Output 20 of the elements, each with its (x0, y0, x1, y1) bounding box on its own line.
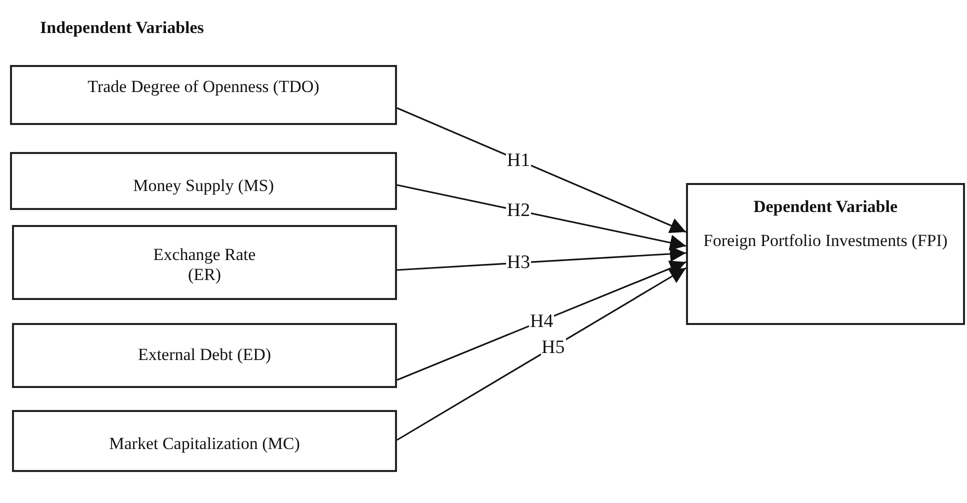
arrow (396, 184, 686, 251)
variable-name: Trade Degree of Openness (TDO) (86, 77, 320, 98)
box-heading: Dependent Variable (752, 197, 899, 218)
arrow (396, 246, 686, 271)
variable-box (10, 152, 397, 210)
variable-box (12, 323, 397, 388)
arrow (396, 267, 686, 441)
variable-name: Market Capitalization (MC) (108, 434, 301, 454)
section-heading: Independent Variables (40, 18, 204, 38)
dependent-variable-box (686, 183, 965, 325)
arrow (396, 260, 686, 381)
variable-box (10, 65, 397, 125)
variable-name: External Debt (ED) (136, 345, 272, 366)
variable-box (12, 410, 397, 472)
variable-name: Exchange Rate (ER) (152, 245, 257, 286)
variable-name: Foreign Portfolio Investments (FPI) (702, 231, 949, 252)
edge-label: H5 (540, 338, 566, 357)
variable-box (12, 225, 397, 300)
variable-name: Money Supply (MS) (132, 176, 275, 196)
arrow (396, 107, 686, 234)
